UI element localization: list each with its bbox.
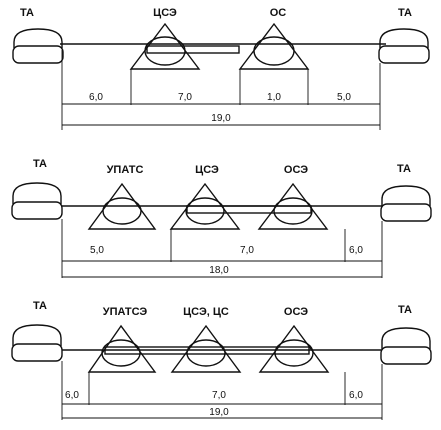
telephone-icon <box>380 327 432 365</box>
node-label-cse: ЦСЭ <box>195 164 219 176</box>
telephone-icon <box>11 324 63 362</box>
segment-length: 6,0 <box>349 245 363 256</box>
node-label-ta-right: ТА <box>398 7 412 19</box>
node-label-cse: ЦСЭ <box>153 7 177 19</box>
node-label-ta-left: ТА <box>33 158 47 170</box>
segment-length: 7,0 <box>240 245 254 256</box>
exchange-triangle-ose <box>258 324 330 373</box>
node-label-ta-left: ТА <box>33 300 47 312</box>
node-label-cse-cs: ЦСЭ, ЦС <box>183 306 229 318</box>
diagram-1: ТА ЦСЭ ОС ТА 6, <box>12 7 430 130</box>
segment-length: 5,0 <box>337 92 351 103</box>
node-label-ose: ОСЭ <box>284 306 308 318</box>
trunk-bar <box>186 205 312 214</box>
segment-length: 7,0 <box>178 92 192 103</box>
total-length: 19,0 <box>209 407 229 418</box>
trunk-bar <box>146 45 240 54</box>
node-label-ose: ОСЭ <box>284 164 308 176</box>
total-length: 19,0 <box>211 113 231 124</box>
diagram-2: ТА УПАТС ЦСЭ ОСЭ ТА <box>11 158 432 278</box>
telephone-icon <box>378 28 430 64</box>
telephone-icon <box>11 182 63 220</box>
segment-length: 1,0 <box>267 92 281 103</box>
node-label-os: ОС <box>270 7 287 19</box>
dimension-lines <box>61 361 383 420</box>
exchange-triangle-upatse <box>87 324 157 373</box>
trunk-bar <box>104 346 310 355</box>
segment-length: 6,0 <box>65 390 79 401</box>
exchange-triangle-os <box>238 22 310 70</box>
segment-length: 7,0 <box>212 390 226 401</box>
node-label-ta-right: ТА <box>397 163 411 175</box>
node-label-upatse: УПАТСЭ <box>103 306 148 318</box>
telephone-icon <box>380 185 432 222</box>
node-label-ta-left: ТА <box>20 7 34 19</box>
total-length: 18,0 <box>209 265 229 276</box>
node-label-ta-right: ТА <box>398 304 412 316</box>
segment-length: 6,0 <box>349 390 363 401</box>
node-label-upats: УПАТС <box>107 164 144 176</box>
dimension-lines <box>61 219 383 278</box>
telephone-icon <box>12 28 64 64</box>
diagram-3: ТА УПАТСЭ ЦСЭ, ЦС ОСЭ ТА <box>11 300 432 420</box>
exchange-triangle-cse-cs <box>170 324 242 373</box>
dimension-lines <box>61 50 381 130</box>
segment-length: 6,0 <box>89 92 103 103</box>
segment-length: 5,0 <box>90 245 104 256</box>
exchange-triangle-upats <box>87 182 157 230</box>
